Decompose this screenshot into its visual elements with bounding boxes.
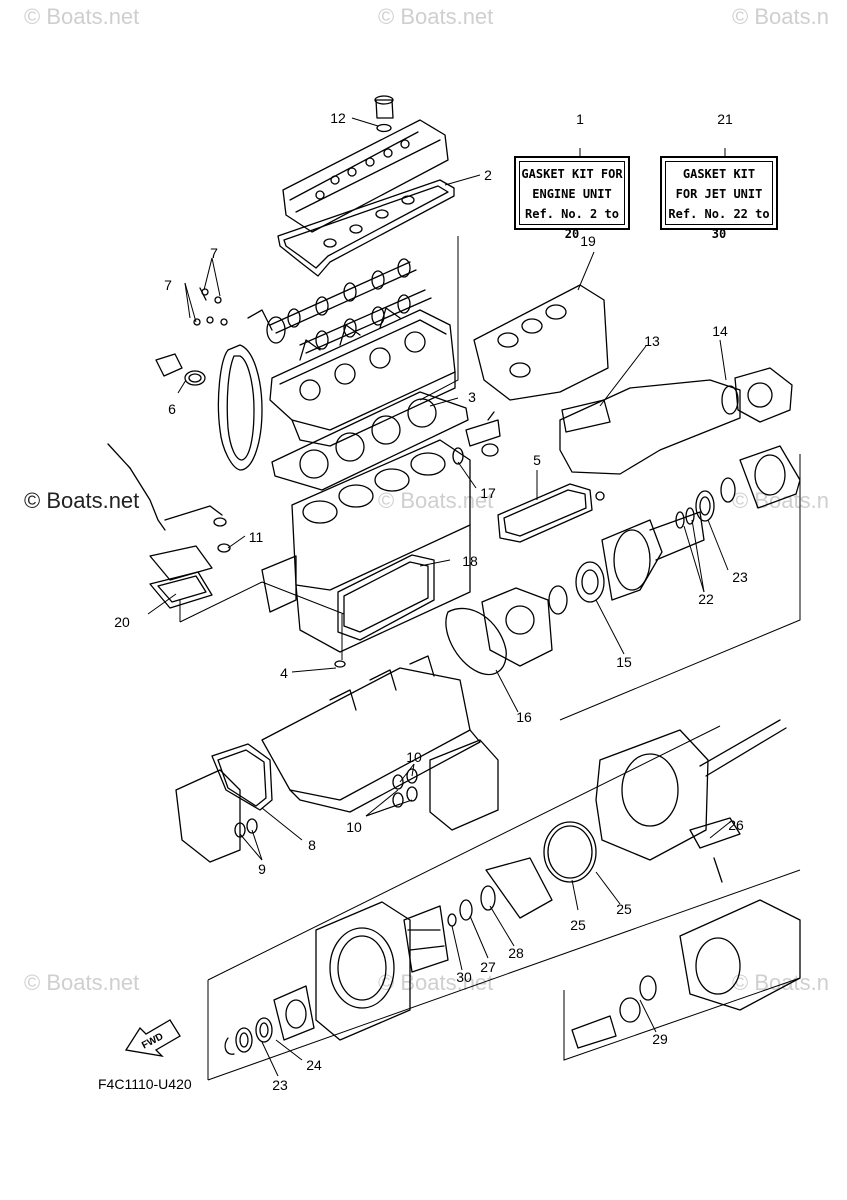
callout-5: 5 (533, 452, 541, 468)
cylinder-head (269, 307, 456, 447)
gasket-16 (445, 587, 553, 676)
callout-17: 17 (480, 485, 496, 501)
timing-chain (217, 309, 273, 471)
watermark: © Boats.net (24, 488, 140, 513)
fwd-arrow: FWD (124, 1019, 181, 1057)
cylinder-block (261, 439, 471, 653)
gasket-5 (497, 483, 605, 543)
diagram-code: F4C1110-U420 (98, 1076, 192, 1092)
callout-16: 16 (516, 709, 532, 725)
nozzle (571, 899, 801, 1049)
kit-engine-line3: Ref. No. 2 to 20 (525, 207, 619, 241)
watermark: © Boats.net (378, 4, 494, 29)
drive-coupling (548, 511, 705, 615)
callout-12: 12 (330, 110, 346, 126)
callout-29: 29 (652, 1031, 668, 1047)
callout-25: 25 (570, 917, 586, 933)
duct (447, 857, 553, 927)
callout-1: 1 (576, 111, 584, 127)
watermark: © Boats.n (732, 488, 829, 513)
callout-10: 10 (346, 819, 362, 835)
callout-28: 28 (508, 945, 524, 961)
leader-lines (147, 117, 731, 1077)
callout-8: 8 (308, 837, 316, 853)
callout-21: 21 (717, 111, 733, 127)
gasket-kit-engine-box: GASKET KIT FOR ENGINE UNIT Ref. No. 2 to… (514, 156, 630, 241)
crankcase (261, 655, 481, 813)
bolts-7 (193, 287, 228, 326)
watermark: © Boats.net (24, 4, 140, 29)
rings-25 (543, 821, 597, 883)
callout-30: 30 (456, 969, 472, 985)
callout-7: 7 (164, 277, 172, 293)
kit-engine-line1: GASKET KIT FOR (521, 167, 623, 181)
sensor-17 (452, 411, 501, 465)
callout-24: 24 (306, 1057, 322, 1073)
callouts: 12 2 7 7 6 3 19 13 14 5 17 11 18 23 22 2… (114, 110, 748, 1093)
gasket-18 (337, 554, 435, 641)
callout-22: 22 (698, 591, 714, 607)
callout-10: 10 (406, 749, 422, 765)
watermark: © Boats.n (732, 4, 829, 29)
kit-engine-line2: ENGINE UNIT (532, 187, 612, 201)
callout-7: 7 (210, 245, 218, 261)
frame-lines (179, 236, 801, 1081)
callout-25: 25 (616, 901, 632, 917)
bearing-housing (224, 985, 315, 1055)
camshafts (266, 258, 432, 354)
callout-26: 26 (728, 817, 744, 833)
dipstick (107, 443, 231, 553)
seals-22-23 (675, 445, 801, 529)
kit-jet-line3: Ref. No. 22 to 30 (668, 207, 770, 241)
watermark: © Boats.net (378, 488, 494, 513)
callout-23: 23 (732, 569, 748, 585)
jet-housing (595, 719, 787, 883)
intermediate-housing (315, 901, 411, 1041)
watermark: © Boats.n (732, 970, 829, 995)
callout-4: 4 (280, 665, 288, 681)
callout-6: 6 (168, 401, 176, 417)
pump-10 (392, 739, 499, 831)
kit-jet-line2: FOR JET UNIT (675, 187, 763, 201)
head-cover-gasket (277, 179, 455, 277)
callout-2: 2 (484, 167, 492, 183)
callout-19: 19 (580, 233, 596, 249)
impeller (403, 905, 449, 973)
callout-18: 18 (462, 553, 478, 569)
cylinder-head-cover (282, 95, 449, 233)
callout-27: 27 (480, 959, 496, 975)
oil-cover (149, 545, 213, 609)
gasket-kit-jet-box: GASKET KIT FOR JET UNIT Ref. No. 22 to 3… (660, 156, 778, 241)
callout-13: 13 (644, 333, 660, 349)
callout-3: 3 (468, 389, 476, 405)
callout-14: 14 (712, 323, 728, 339)
callout-23: 23 (272, 1077, 288, 1093)
callout-20: 20 (114, 614, 130, 630)
oil-pump (175, 743, 273, 863)
watermark: © Boats.net (378, 970, 494, 995)
tensioner (155, 353, 206, 386)
callout-11: 11 (249, 529, 264, 545)
callout-9: 9 (258, 861, 266, 877)
watermark: © Boats.net (24, 970, 140, 995)
kit-jet-line1: GASKET KIT (682, 167, 756, 181)
exhaust-manifold (473, 284, 793, 475)
callout-15: 15 (616, 654, 632, 670)
